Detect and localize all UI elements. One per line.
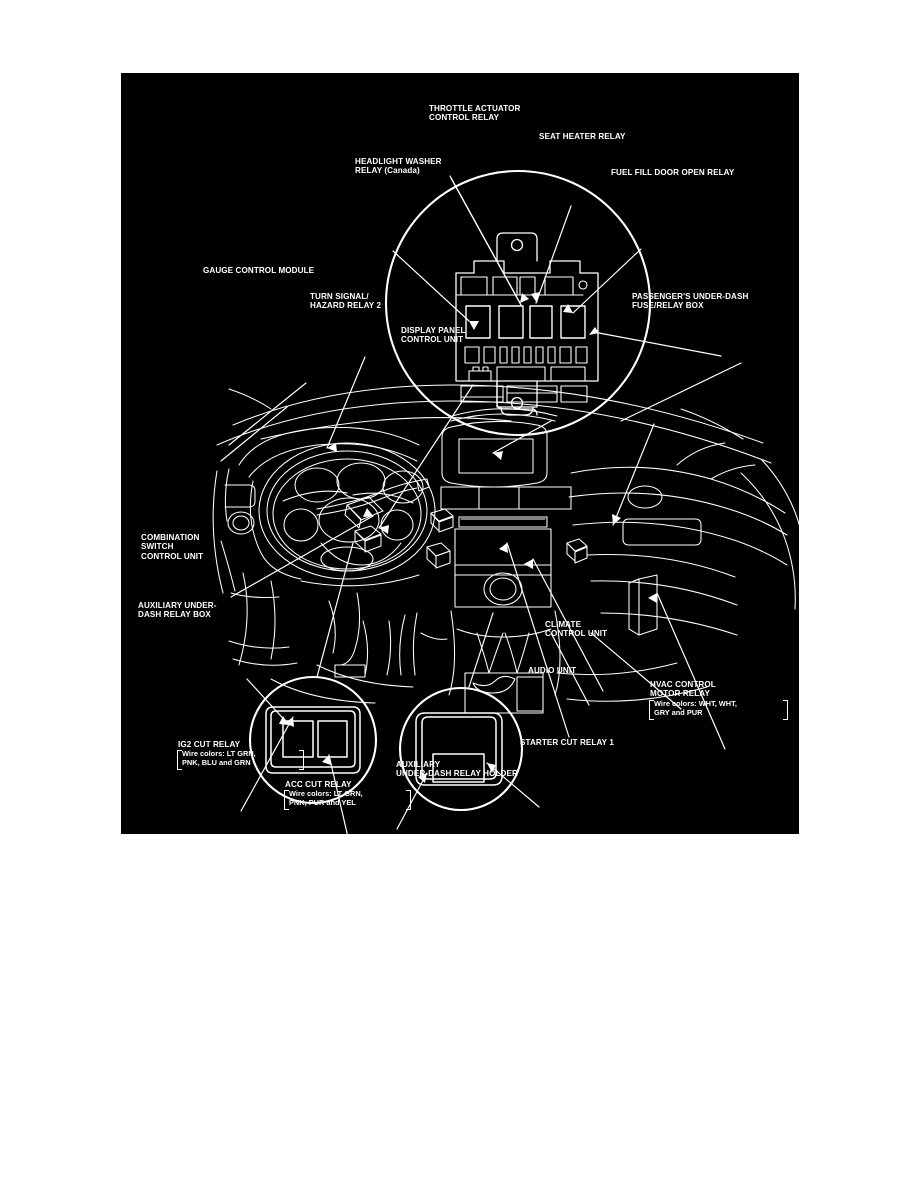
fuse-box-fuse-row — [464, 346, 588, 364]
steering-wheel — [258, 442, 436, 580]
wire-note-ig2-cut-relay: Wire colors: LT GRN,PNK, BLU and GRN — [177, 749, 304, 770]
fuse-box-large-relays — [465, 305, 586, 339]
callout-leader-lines — [220, 356, 726, 834]
floor-console — [270, 612, 708, 704]
callout-auxiliary-under-dash-relay-box: AUXILIARY UNDER-DASH RELAY BOX — [138, 601, 217, 620]
callout-starter-cut-relay-1: STARTER CUT RELAY 1 — [520, 738, 614, 747]
fuse-box-upper-connectors — [456, 276, 588, 296]
bracket-left-icon — [177, 750, 182, 770]
magnifier-leader-lines — [392, 175, 642, 330]
driver-lower-panel — [228, 572, 298, 666]
pedal-assembly — [328, 592, 366, 678]
bracket-left-icon — [284, 790, 289, 810]
aux-relay-box-magnifier — [248, 675, 378, 805]
dashboard-illustration — [212, 384, 799, 714]
driver-side-vent — [212, 468, 256, 594]
callout-gauge-control-module: GAUGE CONTROL MODULE — [203, 266, 315, 275]
relay-cube-column — [354, 525, 382, 553]
bracket-right-icon — [783, 700, 788, 720]
combination-switch-stalks — [316, 478, 430, 529]
bracket-right-icon — [406, 790, 411, 810]
bracket-right-icon — [299, 750, 304, 770]
fuse-relay-box-magnifier — [384, 169, 652, 437]
wire-note-acc-cut-relay: Wire colors: LT GRN,PNK, PUR and YEL — [284, 789, 411, 810]
center-relay-cubes — [426, 508, 588, 569]
diagram-artwork — [212, 169, 799, 834]
wire-note-hvac-control-motor-relay: Wire colors: WHT, WHT,GRY and PUR — [649, 699, 788, 720]
bracket-left-icon — [649, 700, 654, 720]
callout-seat-heater-relay: SEAT HEATER RELAY — [539, 132, 626, 141]
hvac-relay-block — [628, 574, 658, 636]
callout-turn-signal-hazard-relay-2: TURN SIGNAL/HAZARD RELAY 2 — [310, 292, 382, 311]
callout-fuel-fill-door-open-relay: FUEL FILL DOOR OPEN RELAY — [611, 168, 735, 177]
callout-ig2-cut-relay: IG2 CUT RELAY — [178, 740, 241, 749]
callout-audio-unit: AUDIO UNIT — [528, 666, 577, 675]
fuse-box-lower-connectors — [460, 366, 588, 403]
aux-relay-holder-magnifier — [398, 686, 524, 812]
passenger-side-dash — [568, 442, 799, 636]
center-stack — [440, 408, 572, 714]
callout-acc-cut-relay: ACC CUT RELAY — [285, 780, 352, 789]
